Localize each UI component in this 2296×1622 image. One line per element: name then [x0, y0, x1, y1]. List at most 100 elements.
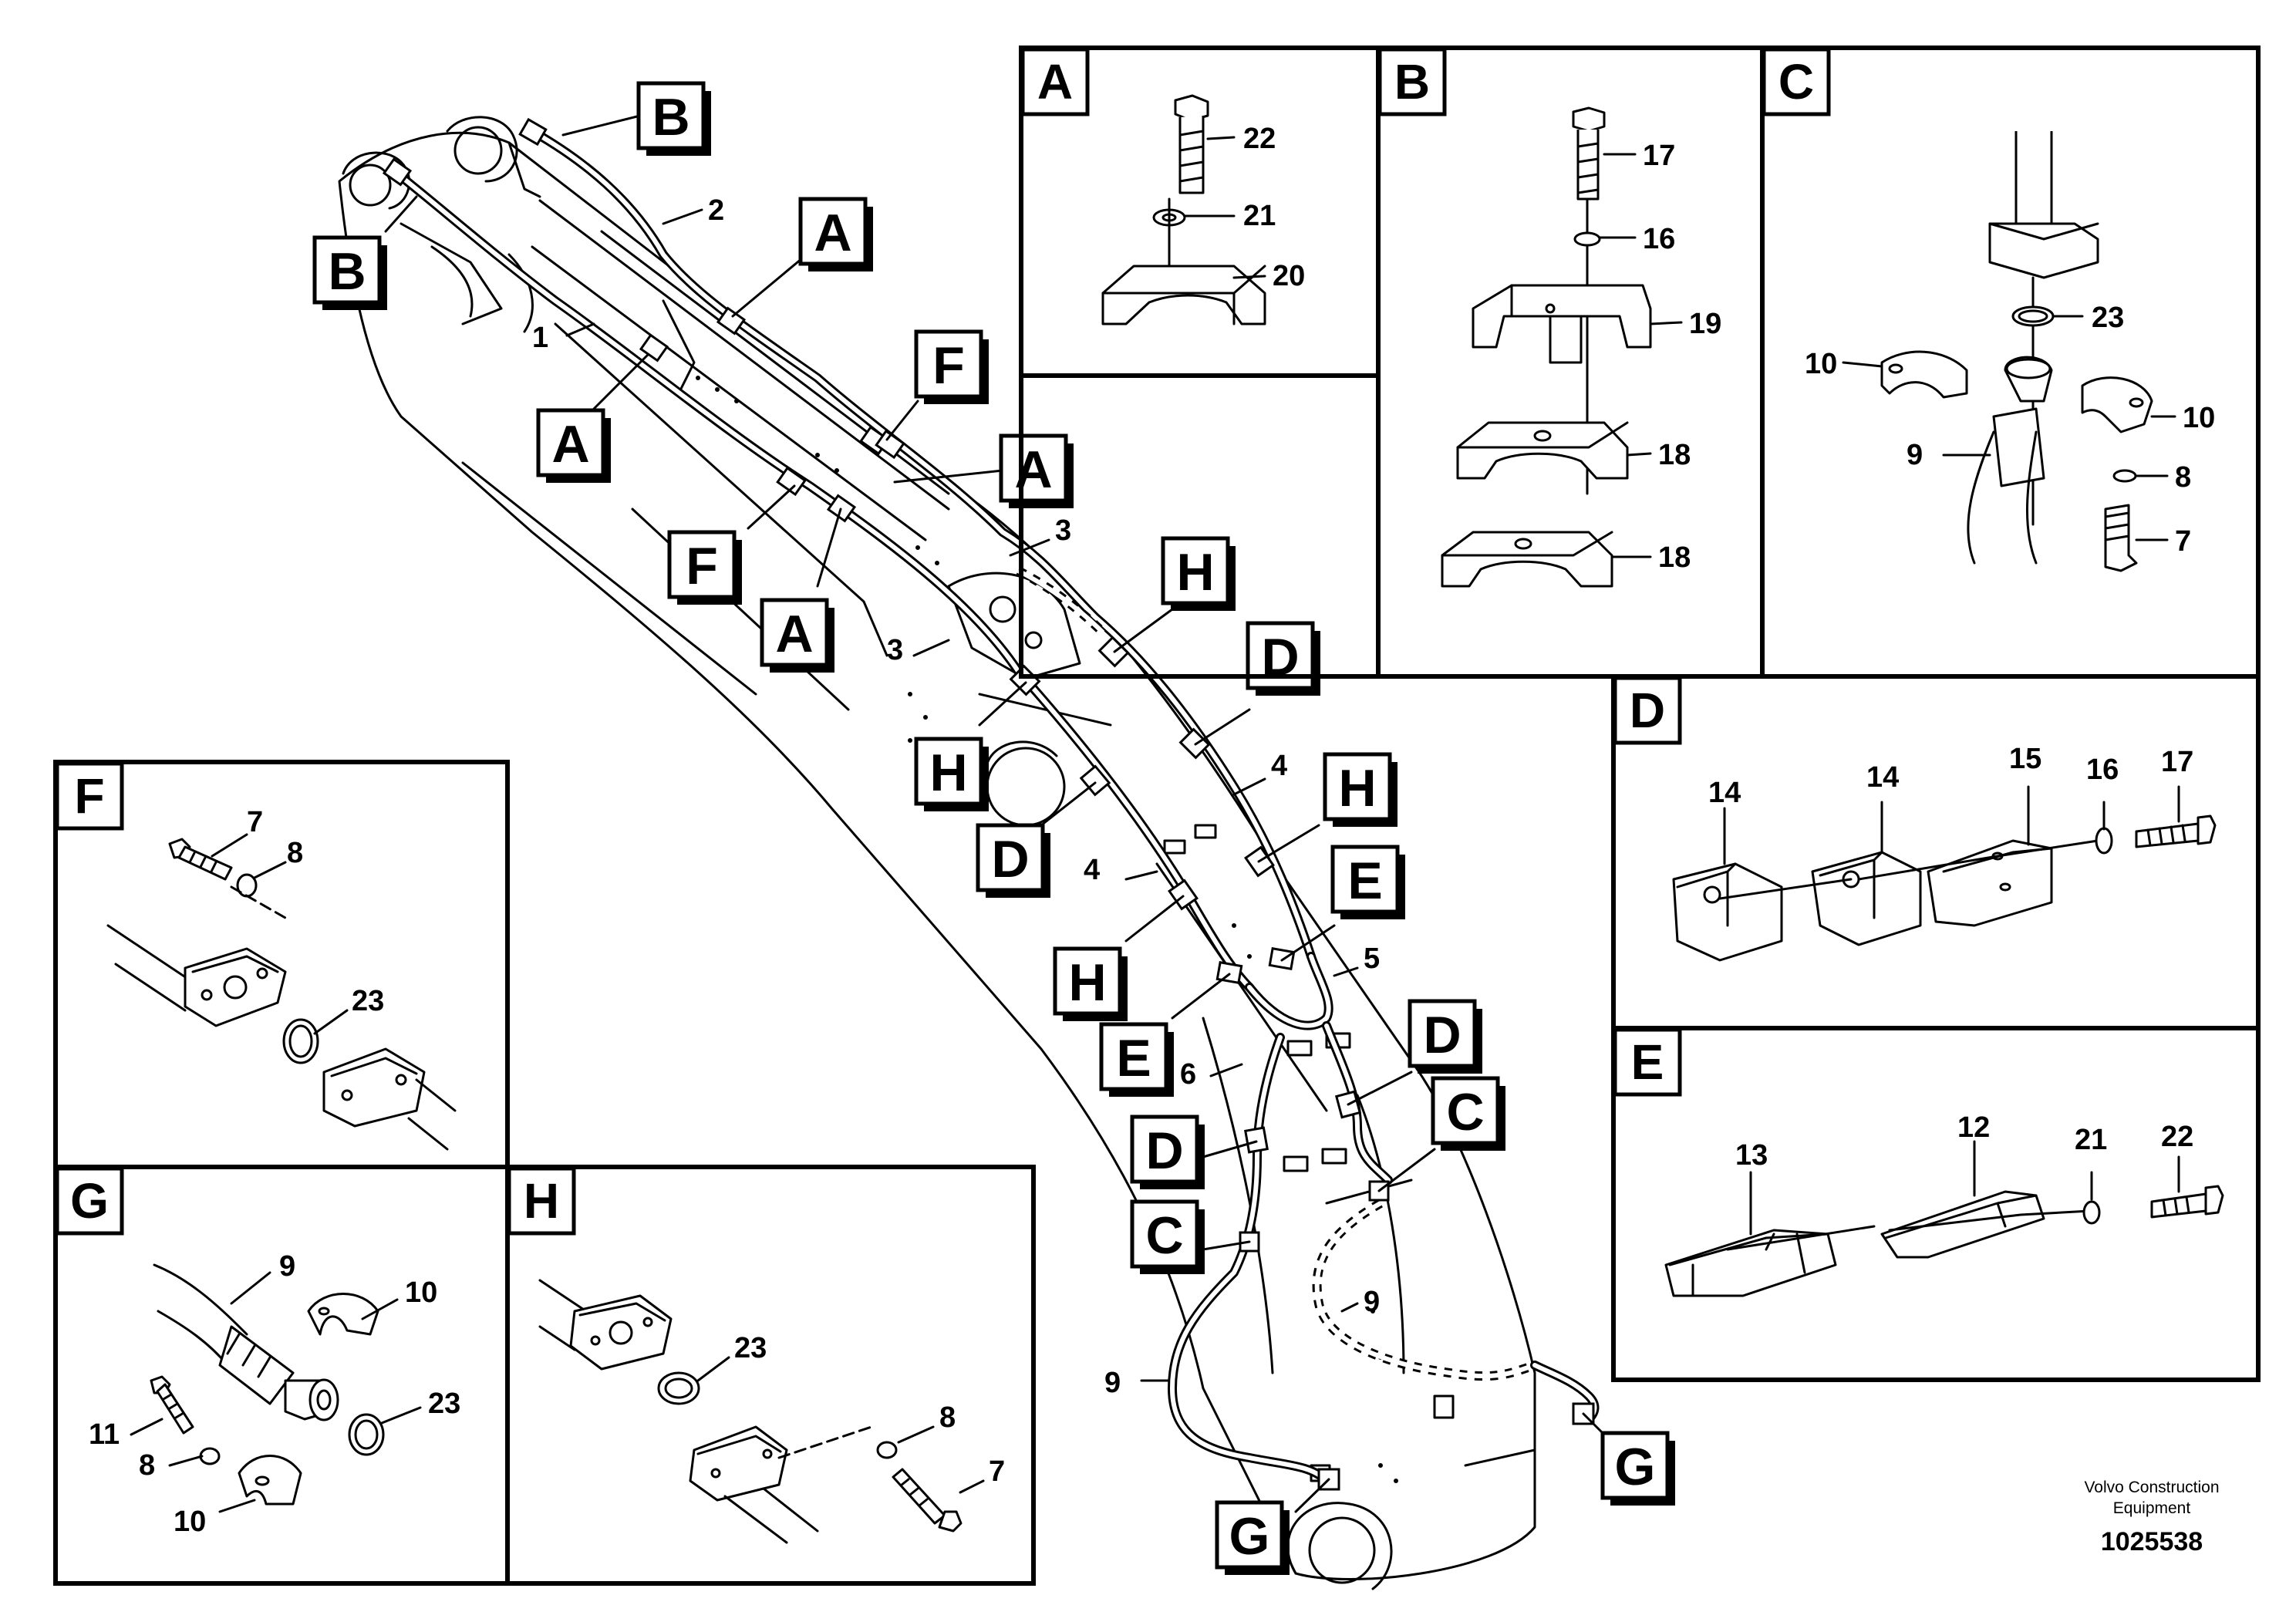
svg-text:20: 20: [1273, 260, 1305, 292]
svg-text:F: F: [686, 537, 718, 595]
svg-text:10: 10: [405, 1276, 437, 1309]
svg-text:3: 3: [887, 634, 903, 666]
svg-text:B: B: [652, 88, 689, 147]
svg-text:21: 21: [2075, 1124, 2107, 1156]
svg-text:19: 19: [1689, 308, 1721, 340]
svg-text:H: H: [929, 744, 967, 802]
svg-text:4: 4: [1271, 750, 1287, 782]
callout-leaders: [384, 114, 1621, 1513]
svg-text:13: 13: [1735, 1139, 1768, 1172]
svg-text:22: 22: [2161, 1121, 2193, 1153]
svg-text:A: A: [814, 204, 851, 262]
callouts-main: B B A A A A F F H H H H D D D D E E C C …: [312, 81, 1675, 1575]
svg-text:23: 23: [352, 985, 384, 1017]
svg-text:A: A: [775, 605, 813, 663]
svg-text:9: 9: [279, 1250, 295, 1283]
svg-text:D: D: [1630, 683, 1665, 738]
callout-c-1: C: [1431, 1076, 1505, 1151]
callout-h-3: H: [1323, 752, 1397, 827]
callout-e-2: E: [1099, 1022, 1174, 1097]
svg-text:7: 7: [989, 1455, 1005, 1488]
svg-text:9: 9: [1364, 1286, 1380, 1318]
svg-text:7: 7: [247, 806, 263, 838]
svg-text:G: G: [70, 1173, 109, 1229]
svg-text:D: D: [991, 830, 1029, 889]
company-line-2: Equipment: [2113, 1499, 2191, 1517]
panel-b: B 17 16 19 18 18: [1377, 47, 1721, 588]
callout-d-4: D: [1130, 1114, 1205, 1189]
svg-text:D: D: [1423, 1006, 1461, 1064]
svg-text:4: 4: [1084, 854, 1100, 886]
svg-text:8: 8: [939, 1401, 956, 1434]
panel-h: H 23 8 7: [507, 1166, 1005, 1544]
svg-text:8: 8: [139, 1449, 155, 1482]
callout-b-top: B: [636, 81, 711, 156]
panel-g: G 9 10 23 11 8 10: [55, 1166, 460, 1538]
svg-text:16: 16: [1643, 223, 1675, 255]
svg-text:D: D: [1145, 1121, 1183, 1180]
svg-text:23: 23: [2092, 302, 2124, 334]
company-line-1: Volvo Construction: [2084, 1479, 2219, 1496]
svg-text:C: C: [1446, 1083, 1484, 1141]
callout-g-1: G: [1215, 1500, 1290, 1575]
svg-text:C: C: [1145, 1206, 1183, 1265]
panel-d: D 14 14 15 16 17: [1613, 676, 2217, 962]
svg-text:16: 16: [2086, 754, 2119, 786]
svg-text:14: 14: [1866, 761, 1899, 794]
svg-text:12: 12: [1957, 1111, 1990, 1144]
svg-text:10: 10: [174, 1506, 206, 1538]
callout-h-1: H: [1161, 536, 1236, 611]
svg-text:17: 17: [2161, 746, 2193, 778]
svg-text:F: F: [932, 336, 965, 395]
callout-e-1: E: [1330, 845, 1405, 919]
callout-d-1: D: [1246, 621, 1320, 696]
svg-text:5: 5: [1364, 943, 1380, 975]
svg-text:15: 15: [2009, 743, 2041, 775]
svg-text:F: F: [74, 768, 104, 824]
svg-text:G: G: [1615, 1438, 1656, 1496]
main-part-numbers: 2 1 3 3 4 4 5 6 9 9: [532, 194, 1380, 1399]
callout-d-3: D: [1408, 999, 1482, 1074]
panel-c: C 23 10 10 9 8 7: [1762, 47, 2215, 572]
svg-text:E: E: [1631, 1034, 1664, 1090]
svg-text:B: B: [328, 242, 366, 301]
callout-h-2: H: [914, 737, 989, 811]
callout-a-4: A: [760, 598, 834, 673]
svg-text:E: E: [1347, 851, 1382, 910]
callout-f-1: F: [914, 329, 989, 404]
svg-text:G: G: [1229, 1507, 1270, 1566]
callout-c-2: C: [1130, 1199, 1205, 1274]
svg-text:8: 8: [2175, 461, 2191, 494]
drawing-number: 1025538: [2101, 1527, 2203, 1556]
svg-text:10: 10: [1805, 348, 1837, 380]
callout-f-2: F: [667, 530, 742, 605]
svg-text:21: 21: [1243, 200, 1276, 232]
callout-h-4: H: [1053, 946, 1128, 1021]
svg-text:A: A: [551, 415, 589, 474]
svg-text:2: 2: [708, 194, 724, 227]
svg-text:9: 9: [1907, 439, 1923, 471]
callout-a-2: A: [536, 408, 611, 483]
svg-text:14: 14: [1708, 777, 1741, 809]
hose-clamps: [382, 117, 1595, 1491]
svg-text:17: 17: [1643, 140, 1675, 172]
svg-text:9: 9: [1104, 1367, 1121, 1399]
svg-text:23: 23: [428, 1388, 460, 1420]
svg-text:B: B: [1394, 54, 1430, 110]
callout-d-2: D: [976, 823, 1050, 898]
svg-text:H: H: [1338, 759, 1376, 818]
svg-text:18: 18: [1658, 439, 1691, 471]
hose-lines: [393, 126, 1600, 1485]
svg-text:10: 10: [2183, 402, 2215, 434]
callout-a-1: A: [798, 197, 873, 271]
callout-b-left: B: [312, 235, 387, 310]
panel-a: A 22 21 20: [1020, 47, 1305, 325]
svg-text:H: H: [1176, 543, 1214, 602]
callout-g-2: G: [1600, 1431, 1675, 1506]
svg-text:1: 1: [532, 322, 548, 354]
svg-text:11: 11: [89, 1418, 120, 1451]
svg-text:A: A: [1037, 54, 1073, 110]
panel-f: F 7 8 23: [55, 761, 457, 1151]
svg-text:22: 22: [1243, 123, 1276, 155]
